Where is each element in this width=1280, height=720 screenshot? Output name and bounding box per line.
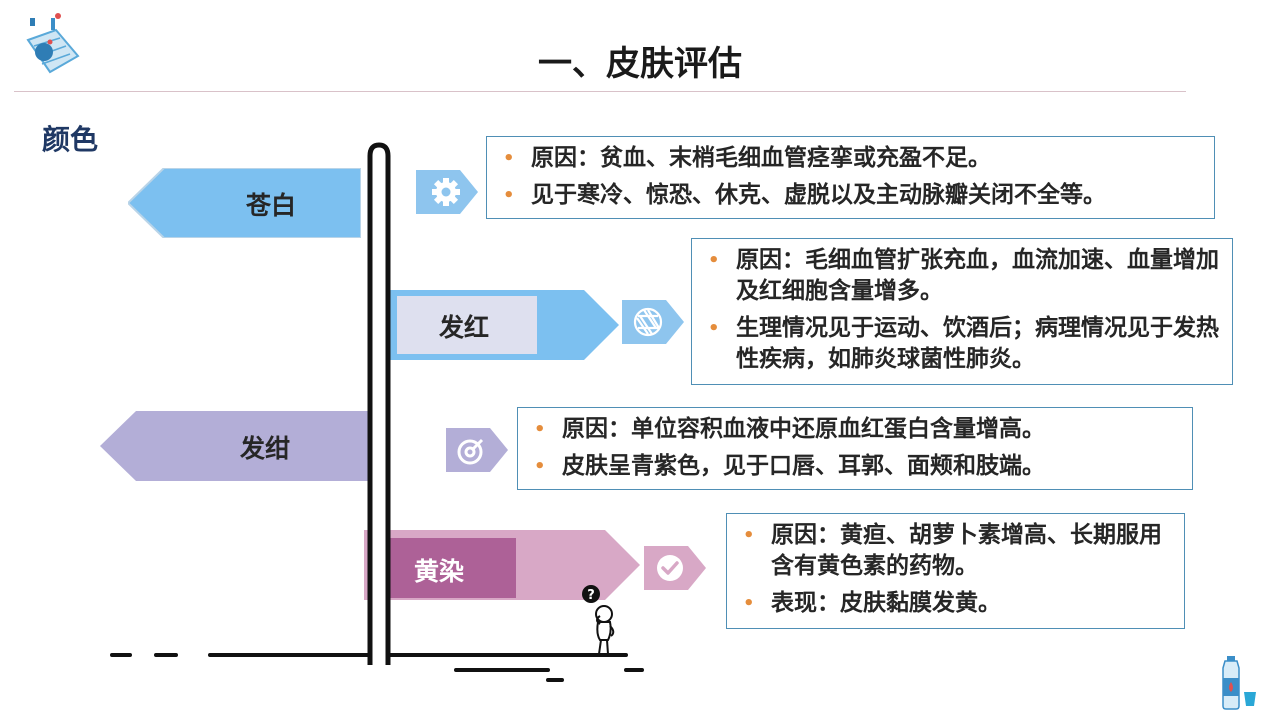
page-title: 一、皮肤评估 [538, 44, 742, 84]
logo-icon [20, 12, 82, 86]
list-item: •原因：单位容积血液中还原血红蛋白含量增高。 [528, 414, 1182, 445]
list-item: •原因：黄疸、胡萝卜素增高、长期服用含有黄色素的药物。 [743, 522, 1162, 579]
sign-cyanosis: 发绀 [100, 411, 370, 481]
info-box-pale: •原因：贫血、末梢毛细血管痉挛或充盈不足。 •见于寒冷、惊恐、休克、虚脱以及主动… [486, 136, 1215, 219]
bullet-icon: • [534, 456, 546, 477]
bullet-icon: • [534, 419, 546, 440]
info-box-red: •原因：毛细血管扩张充血，血流加速、血量增加及红细胞含量增多。 •生理情况见于运… [691, 238, 1233, 385]
bullet-icon: • [503, 185, 515, 206]
bullet-icon: • [708, 318, 720, 339]
sign-label: 发红 [439, 313, 490, 342]
thinking-person-icon: ? [578, 584, 622, 660]
bottle-icon [1218, 656, 1262, 714]
sign-label: 黄染 [414, 557, 465, 586]
bullet-icon: • [503, 148, 515, 169]
signpost-pole [367, 142, 391, 665]
info-box-jaundice: •原因：黄疸、胡萝卜素增高、长期服用含有黄色素的药物。 •表现：皮肤黏膜发黄。 [726, 513, 1185, 629]
bullet-icon: • [743, 525, 755, 546]
check-icon [644, 546, 706, 590]
list-item: •生理情况见于运动、饮酒后；病理情况见于发热性疾病，如肺炎球菌性肺炎。 [708, 315, 1219, 372]
list-item: •皮肤呈青紫色，见于口唇、耳郭、面颊和肢端。 [528, 451, 1182, 482]
sign-red: 发红 [389, 290, 619, 360]
section-label: 颜色 [42, 123, 99, 156]
sign-pale: 苍白 [128, 168, 361, 238]
list-item: •原因：毛细血管扩张充血，血流加速、血量增加及红细胞含量增多。 [708, 247, 1219, 304]
sign-label: 苍白 [246, 191, 297, 220]
sign-jaundice: 黄染 [364, 530, 640, 600]
target-icon [446, 428, 508, 472]
info-box-cyanosis: •原因：单位容积血液中还原血红蛋白含量增高。 •皮肤呈青紫色，见于口唇、耳郭、面… [517, 407, 1193, 490]
sign-label: 发绀 [240, 434, 291, 463]
aperture-icon [622, 300, 684, 344]
bullet-icon: • [743, 593, 755, 614]
title-divider [14, 91, 1186, 92]
bullet-icon: • [708, 250, 720, 271]
list-item: •见于寒冷、惊恐、休克、虚脱以及主动脉瓣关闭不全等。 [497, 180, 1204, 211]
list-item: •原因：贫血、末梢毛细血管痉挛或充盈不足。 [497, 143, 1204, 174]
gear-icon [416, 170, 478, 214]
list-item: •表现：皮肤黏膜发黄。 [737, 588, 1174, 619]
question-mark: ? [587, 588, 595, 603]
